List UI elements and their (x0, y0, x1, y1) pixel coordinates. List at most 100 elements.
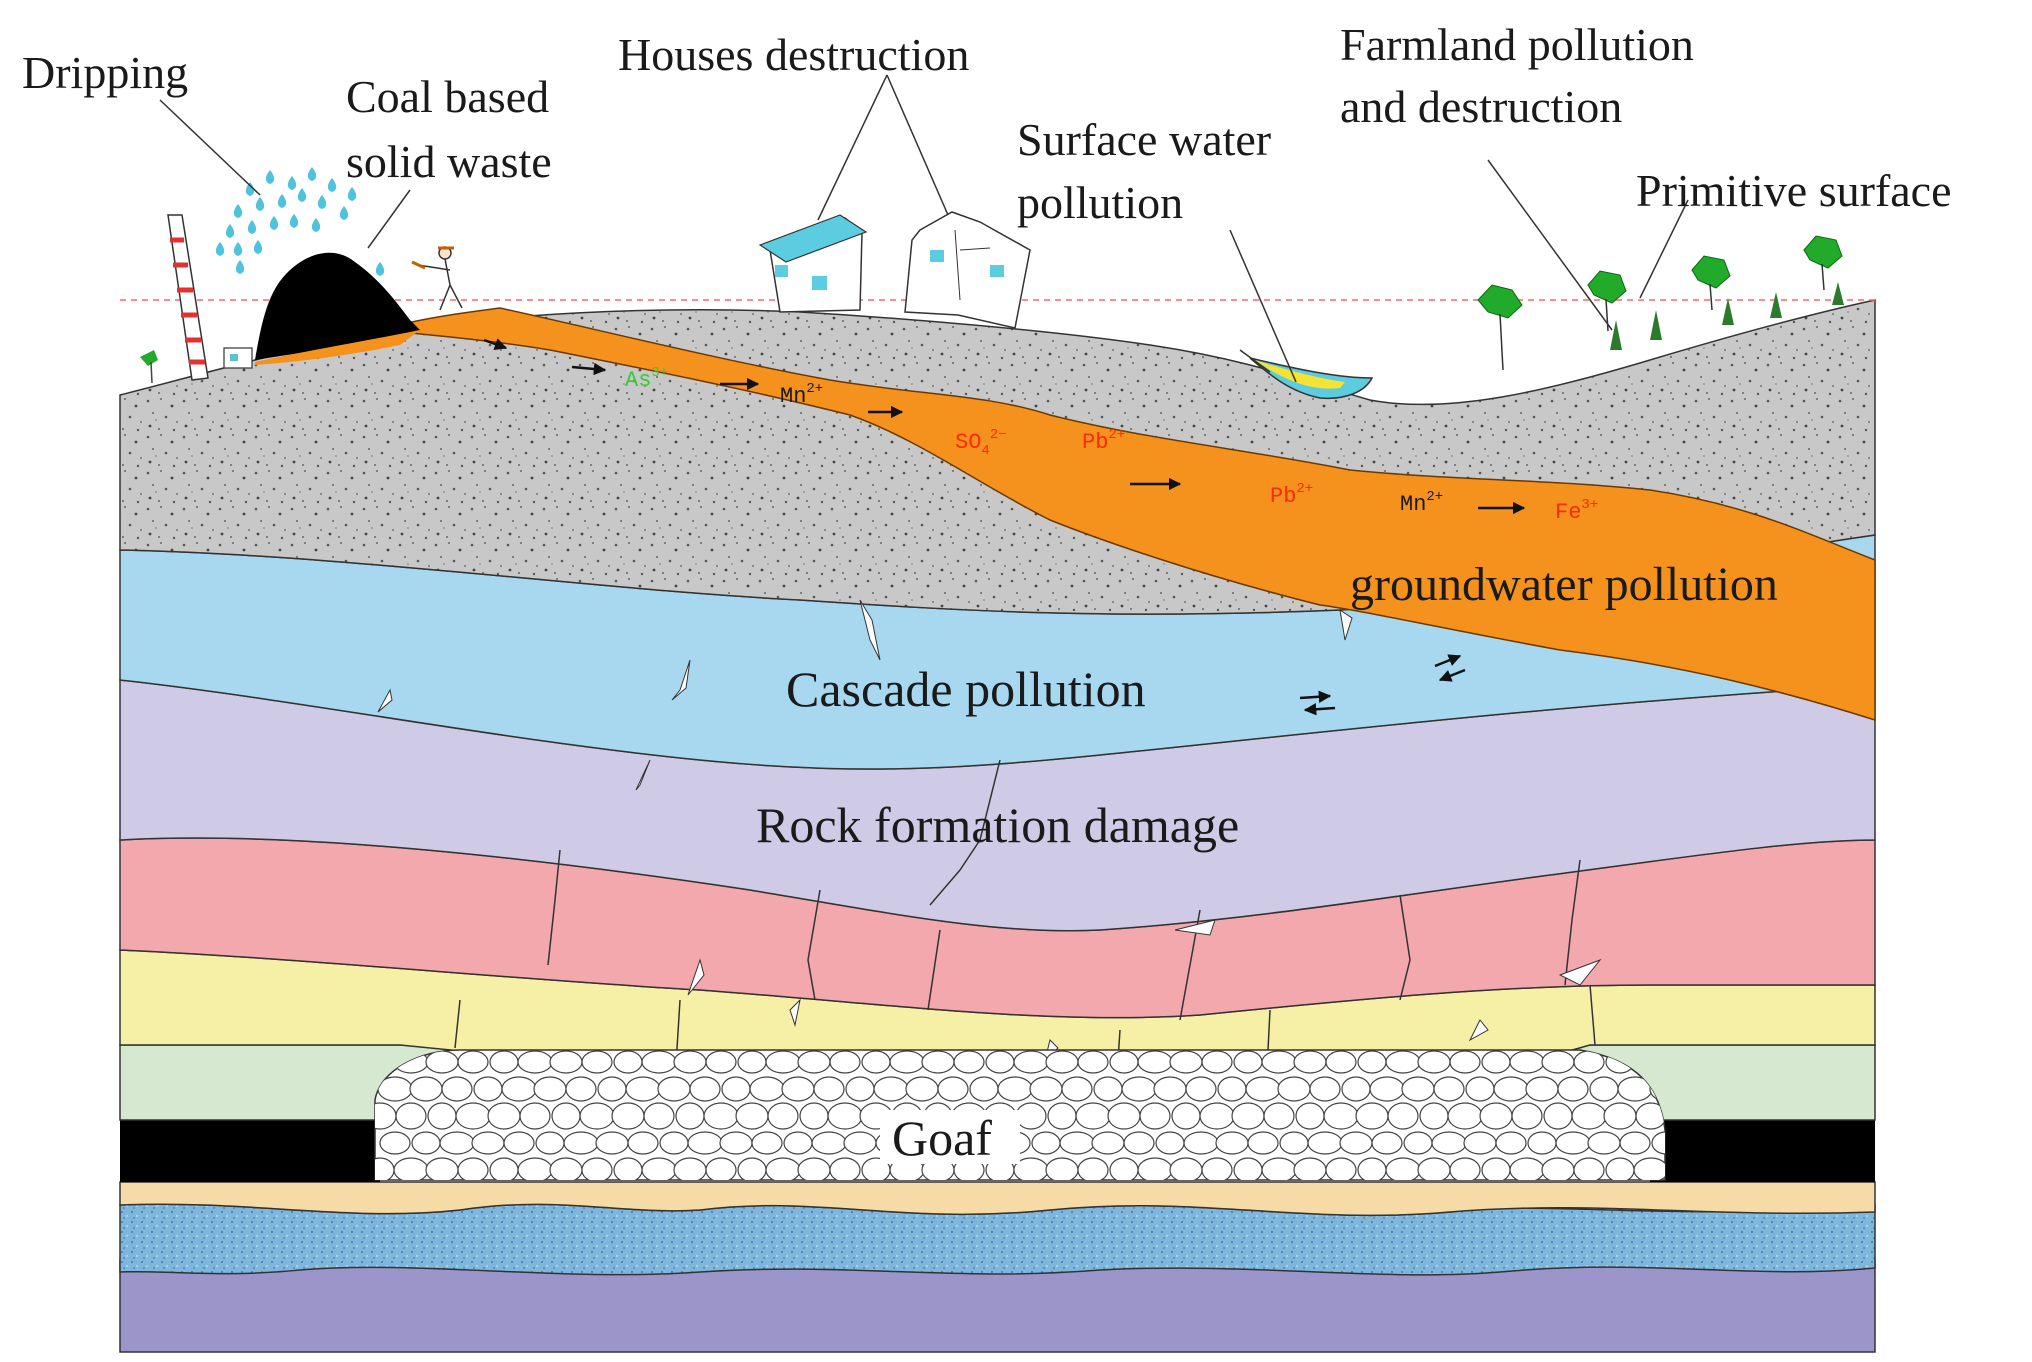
goaf-pebble (641, 1157, 677, 1180)
rain-drop (317, 195, 327, 209)
goaf-pebble (1573, 1157, 1605, 1180)
goaf-pebble (1527, 1131, 1557, 1155)
goaf-pebble (1509, 1157, 1545, 1180)
goaf-pebble (643, 1102, 675, 1130)
rain-drop (233, 242, 243, 256)
label-goaf: Goaf (892, 1110, 992, 1166)
goaf-pebble (457, 1157, 489, 1180)
goaf-pebble (889, 1050, 925, 1074)
goaf-pebble (503, 1131, 535, 1155)
goaf-pebble (799, 1102, 829, 1130)
label-houses-destruction: Houses destruction (618, 29, 969, 80)
goaf-pebble (439, 1131, 475, 1155)
goaf-pebble (765, 1157, 801, 1180)
ion-charge: 2+ (806, 381, 823, 397)
goaf-pebble (595, 1131, 629, 1155)
sand-layer (119, 1181, 1876, 1217)
goaf-pebble (1419, 1102, 1449, 1130)
goaf-pebble (1261, 1050, 1297, 1074)
goaf-pebble (1171, 1102, 1201, 1130)
rain-drop (215, 242, 225, 256)
goaf-pebble (613, 1157, 643, 1180)
house-left (758, 214, 868, 313)
goaf-pebble (1479, 1102, 1513, 1130)
goaf-pebble (1107, 1102, 1141, 1130)
goaf-pebble (501, 1076, 537, 1102)
goaf-pebble (1431, 1131, 1467, 1155)
goaf-pebble (1247, 1131, 1279, 1155)
goaf-pebble (519, 1102, 551, 1130)
goaf-pebble (1153, 1076, 1187, 1102)
goaf-pebble (921, 1050, 955, 1074)
goaf-pebble (813, 1076, 845, 1102)
label-primitive-surface: Primitive surface (1636, 165, 1952, 216)
goaf-pebble (1495, 1131, 1527, 1155)
goaf-pebble (719, 1131, 753, 1155)
rain-drop (375, 262, 385, 276)
coal-seam-left (120, 1120, 380, 1182)
rain-drop (339, 206, 349, 220)
goaf-pebble (1369, 1076, 1405, 1102)
goaf-pebble (1075, 1102, 1111, 1130)
flow-arrows (483, 338, 1526, 716)
label-cascade-pollution: Cascade pollution (786, 661, 1146, 717)
goaf-pebble (721, 1076, 751, 1102)
goaf-pebble (1403, 1131, 1433, 1155)
goaf-pebble (1571, 1102, 1607, 1130)
ion-base: Pb (1270, 484, 1296, 509)
goaf-pebble (1199, 1102, 1235, 1130)
goaf-pebble (997, 1076, 1033, 1102)
goaf-pebble (1293, 1050, 1327, 1074)
goaf-pebble (1339, 1131, 1373, 1155)
goaf-pebble (1201, 1050, 1233, 1074)
goaf-pebble (1587, 1131, 1621, 1155)
goaf-pebble (1169, 1157, 1203, 1180)
goaf-pebble (751, 1131, 783, 1155)
ion-label: Pb2+ (1270, 481, 1313, 509)
goaf-pebble (1307, 1131, 1343, 1155)
goaf-pebble (1481, 1050, 1511, 1074)
ion-charge: 2+ (1296, 481, 1313, 497)
goaf-pebble (471, 1131, 505, 1155)
ion-labels: As3+Mn2+SO42−Pb2+Pb2+Mn2+Fe3+ (625, 365, 1598, 525)
goaf-pebble (1123, 1131, 1155, 1155)
goaf-pebble (829, 1157, 861, 1180)
goaf-pebble (457, 1050, 489, 1074)
goaf-pebble (765, 1050, 801, 1074)
goaf-pebble (535, 1131, 565, 1155)
label-farmland-line1: Farmland pollution (1340, 19, 1694, 70)
goaf-pebble (1137, 1050, 1173, 1074)
rain-drop (245, 182, 255, 196)
goaf-pebble (1077, 1157, 1109, 1180)
small-building-left (223, 347, 253, 369)
goaf-pebble (625, 1076, 661, 1102)
goaf-pebble (1357, 1050, 1387, 1074)
pointer-lines (159, 74, 1689, 383)
goaf-pebble (549, 1050, 583, 1074)
goaf-pebble (1465, 1076, 1495, 1102)
goaf-pebble (1449, 1050, 1481, 1074)
goaf-pebble (579, 1102, 615, 1130)
goaf-pebble (1357, 1157, 1387, 1180)
goaf-pebble (1325, 1050, 1357, 1074)
goaf-pebble (473, 1076, 503, 1102)
goaf-pebble (1185, 1076, 1217, 1102)
goaf-pebble (1279, 1131, 1309, 1155)
goaf-pebble (1323, 1102, 1359, 1130)
ion-label: As3+ (625, 365, 668, 393)
ion-charge: 2+ (1108, 427, 1125, 443)
goaf-zone (374, 1049, 1666, 1181)
goaf-pebble (767, 1102, 799, 1130)
goaf-pebble (455, 1102, 491, 1130)
goaf-pebble (673, 1050, 707, 1074)
goaf-pebble (1217, 1076, 1247, 1102)
goaf-pebble (393, 1157, 429, 1180)
goaf-pebble (1137, 1157, 1173, 1180)
goaf-pebble (1215, 1131, 1249, 1155)
goaf-pebble (1509, 1050, 1545, 1074)
goaf-pebble (843, 1131, 877, 1155)
label-coal-waste-line2: solid waste (346, 136, 552, 187)
goaf-pebble (1325, 1157, 1357, 1180)
goaf-pebble (705, 1050, 737, 1074)
goaf-pebble (1045, 1050, 1079, 1074)
